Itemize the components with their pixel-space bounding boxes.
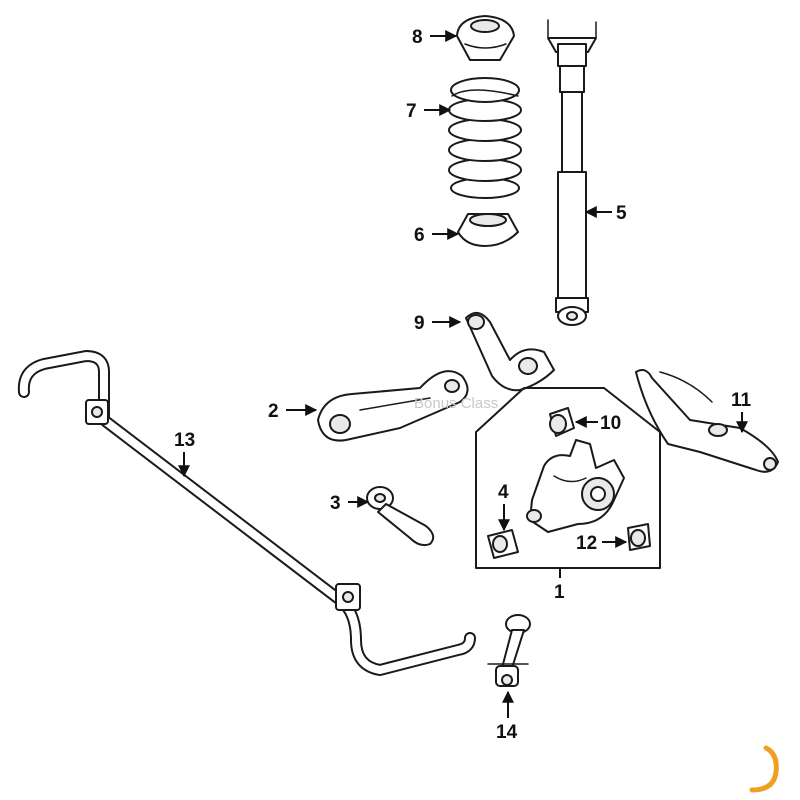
rear-knuckle xyxy=(526,439,625,533)
lower-control-arm xyxy=(317,370,469,442)
callout-6: 6 xyxy=(414,225,425,246)
callout-12: 12 xyxy=(576,533,597,554)
callout-7: 7 xyxy=(406,101,417,122)
bushing-4 xyxy=(487,529,519,559)
upper-control-link xyxy=(465,311,555,392)
corner-mark xyxy=(749,745,779,793)
lower-spring-seat xyxy=(457,213,519,247)
callout-1: 1 xyxy=(554,582,565,603)
watermark: Bonus Class xyxy=(414,395,498,412)
stabilizer-link xyxy=(487,614,531,687)
callout-14: 14 xyxy=(496,722,518,743)
callout-4: 4 xyxy=(498,482,509,503)
coil-spring xyxy=(448,77,522,199)
callout-13: 13 xyxy=(174,430,195,451)
stabilizer-bar xyxy=(17,350,476,676)
bushing-10 xyxy=(549,407,575,437)
toe-link xyxy=(366,486,435,547)
upper-spring-seat xyxy=(456,15,515,61)
callout-labels: 8 7 6 5 9 2 3 10 11 13 4 12 1 14 xyxy=(174,27,752,743)
callout-11: 11 xyxy=(731,390,752,411)
shock-absorber xyxy=(547,19,597,326)
callout-3: 3 xyxy=(330,493,341,514)
callout-5: 5 xyxy=(616,203,627,224)
callout-8: 8 xyxy=(412,27,423,48)
spring-link xyxy=(635,369,779,473)
callout-9: 9 xyxy=(414,313,425,334)
callout-2: 2 xyxy=(268,401,279,422)
bushing-12 xyxy=(627,523,651,551)
callout-arrows xyxy=(178,30,748,718)
callout-10: 10 xyxy=(600,413,621,434)
